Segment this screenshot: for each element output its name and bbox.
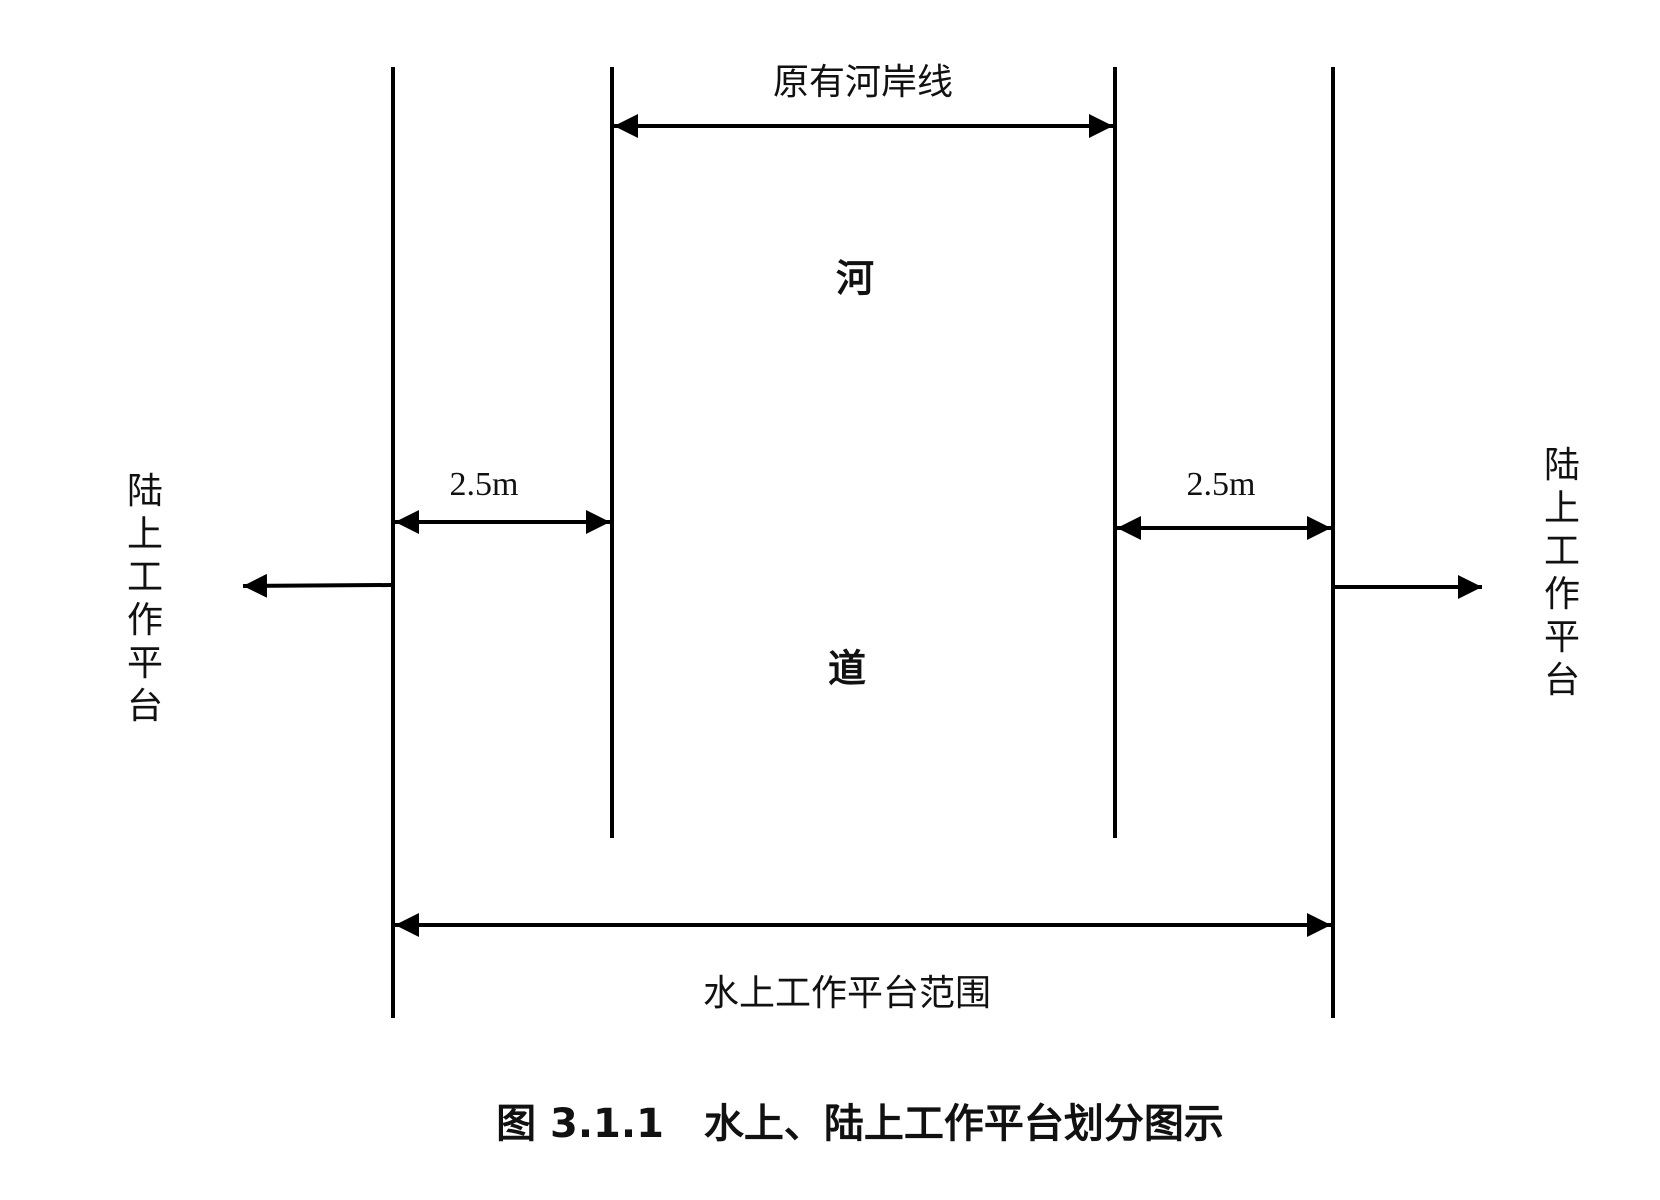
river-char-2: 道 [827,646,867,691]
figure-caption: 图 3.1.1 水上、陆上工作平台划分图示 [496,1101,1224,1147]
left-land-arrow [242,573,392,598]
left-offset-label: 2.5m [449,466,519,503]
right-land-platform-label: 陆上工作平台 [1543,445,1580,701]
original-bank-label: 原有河岸线 [772,62,954,103]
river-char-1: 河 [835,256,875,301]
left-land-platform-label: 陆上工作平台 [126,471,163,727]
right-offset-label: 2.5m [1186,466,1256,503]
water-platform-label: 水上工作平台范围 [702,973,992,1014]
